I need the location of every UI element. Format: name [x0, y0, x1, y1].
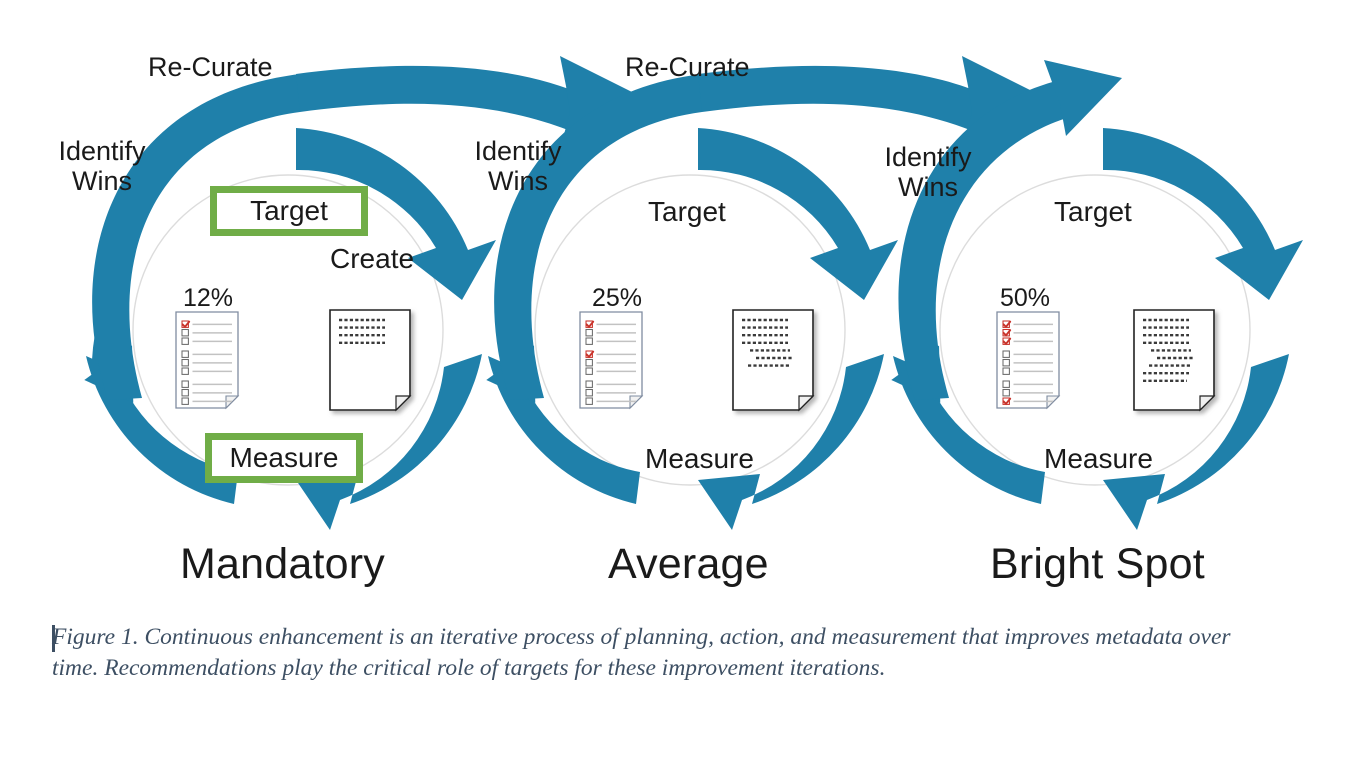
identify-line-1: Identify — [884, 142, 972, 172]
checklist-check-3-1 — [1002, 320, 1012, 329]
checklist-box-1-5 — [181, 358, 189, 367]
document-icon-1 — [329, 309, 412, 412]
cycle-1-label-target: Target — [250, 195, 328, 226]
guide-circle-2 — [534, 174, 846, 486]
cycle-2-arc-right — [698, 128, 898, 300]
checklist-box-2-6 — [585, 367, 593, 375]
guide-circle-1 — [132, 174, 444, 486]
checklist-box-2-5 — [585, 358, 593, 367]
document-icon-3 — [1133, 309, 1216, 412]
checklist-check-3-9 — [1002, 397, 1012, 406]
checklist-check-1-1 — [181, 320, 191, 329]
checklist-check-2-4 — [585, 350, 595, 359]
cycle-1-percent: 12% — [183, 284, 234, 312]
checklist-box-3-8 — [1002, 388, 1010, 397]
cycle-1-outer-left-arc — [92, 74, 300, 400]
cycle-2-label-identify-wins: Identify Wins — [462, 136, 574, 196]
continuous-enhancement-diagram: Re-Curate Identify Wins Target Create 12… — [46, 52, 1303, 588]
cycle-1-arc-bottom-right — [296, 354, 482, 530]
identify-line-2: Wins — [898, 172, 958, 202]
cycle-2-label-target: Target — [648, 196, 726, 227]
identify-line-1: Identify — [58, 136, 146, 166]
checklist-box-1-9 — [181, 397, 189, 405]
cycle-1-label-create: Create — [330, 243, 415, 274]
cycle-1-target-highlight[interactable]: Target — [210, 186, 368, 236]
cycle-3-arrows — [891, 60, 1303, 530]
identify-line-1: Identify — [474, 136, 562, 166]
cycle-3-title: Bright Spot — [990, 540, 1205, 588]
cycle-3-label-target: Target — [1054, 196, 1132, 227]
document-page-3 — [1133, 309, 1215, 411]
cycle-3-percent: 50% — [1000, 284, 1051, 312]
cycle-2-label-measure: Measure — [645, 443, 754, 474]
document-page-fold-3 — [1199, 395, 1216, 412]
document-page-fold-2 — [798, 395, 815, 412]
checklist-check-3-2 — [1002, 329, 1012, 337]
cycle-2-arc-bottom-right — [698, 354, 884, 530]
checklist-box-3-4 — [1002, 350, 1010, 358]
cycle-2-label-recurate: Re-Curate — [625, 52, 750, 82]
cycle-guide-circles — [132, 174, 1251, 486]
checklist-check-3-3 — [1002, 337, 1012, 346]
document-page-fold-1 — [395, 395, 412, 412]
cycle-2-arrows — [486, 74, 898, 530]
cycle-1-measure-highlight[interactable]: Measure — [205, 433, 363, 483]
cycle-1-title: Mandatory — [180, 540, 385, 588]
checklist-box-1-7 — [181, 380, 189, 388]
checklist-box-2-2 — [585, 328, 593, 337]
diagram-graphics — [84, 56, 1303, 530]
document-page-2 — [732, 309, 814, 411]
cycle-3-outer-arrowhead — [1044, 60, 1122, 136]
cycle-1-arrows — [84, 74, 496, 530]
checklist-box-2-3 — [585, 337, 593, 345]
checklist-box-2-8 — [585, 388, 593, 397]
outer-arc-1-body — [296, 65, 586, 130]
identify-line-2: Wins — [72, 166, 132, 196]
cycle-2-title: Average — [608, 540, 769, 588]
cycle-1-arc-right — [296, 128, 496, 300]
cycle-1-label-recurate: Re-Curate — [148, 52, 273, 82]
cycle-3-label-identify-wins: Identify Wins — [872, 142, 984, 202]
cycle-3-arc-right — [1103, 128, 1303, 300]
outer-arc-2-body — [698, 65, 988, 130]
cycle-3-outer-left-arc — [898, 78, 1080, 400]
document-icon-2 — [732, 309, 815, 412]
checklist-box-2-7 — [585, 380, 593, 388]
cycle-3-arc-bottom-right — [1103, 354, 1289, 530]
checklist-box-1-6 — [181, 367, 189, 375]
figure-caption: Figure 1. Continuous enhancement is an i… — [52, 624, 1231, 681]
checklist-box-1-2 — [181, 328, 189, 337]
checklist-box-1-3 — [181, 337, 189, 345]
checklist-icon-1 — [175, 311, 240, 410]
cycle-1-label-identify-wins: Identify Wins — [46, 136, 158, 196]
identify-line-2: Wins — [488, 166, 548, 196]
icons-svg — [175, 309, 1216, 412]
text-caret — [52, 625, 55, 652]
cycle-2-percent: 25% — [592, 284, 643, 312]
cycle-1-label-measure: Measure — [229, 442, 339, 473]
cycle-3-label-measure: Measure — [1044, 443, 1153, 474]
checklist-box-3-7 — [1002, 380, 1010, 388]
checklist-icon-3 — [996, 311, 1061, 410]
guide-circle-3 — [939, 174, 1251, 486]
checklist-box-1-8 — [181, 388, 189, 397]
checklist-check-2-1 — [585, 320, 595, 329]
checklist-box-3-6 — [1002, 367, 1010, 375]
cycle-2-outer-left-arc — [494, 74, 702, 400]
checklist-box-1-4 — [181, 350, 189, 358]
checklist-box-3-5 — [1002, 358, 1010, 367]
checklist-icon-2 — [579, 311, 644, 410]
checklist-box-2-9 — [585, 397, 593, 405]
document-page-1 — [329, 309, 411, 411]
